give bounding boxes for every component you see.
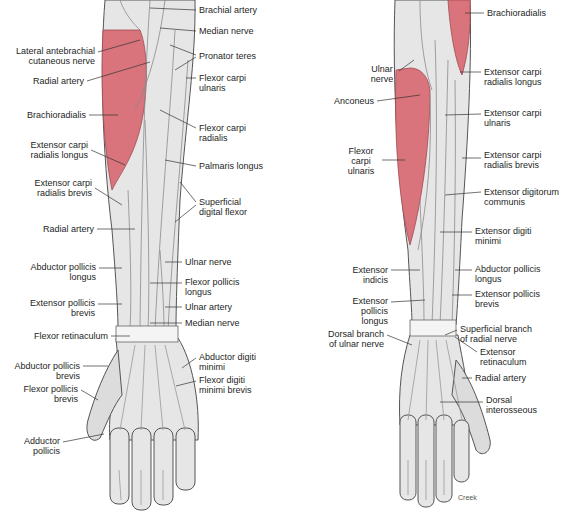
part-label: Extensor digiti minimi: [475, 226, 541, 246]
part-label: Abductor pollicis longus: [21, 262, 96, 282]
part-label: Adductor pollicis: [10, 436, 60, 456]
part-label: Abductor pollicis longus: [475, 264, 550, 284]
part-label: Flexor carpi radialis: [199, 123, 259, 143]
part-label: Median nerve: [199, 26, 289, 36]
muscle-lines: [120, 0, 188, 330]
part-label: Anconeus: [314, 96, 374, 106]
part-label: Flexor retinaculum: [8, 331, 108, 341]
part-label: Lateral antebrachial cutaneous nerve: [9, 46, 95, 66]
part-label: Extensor indicis: [343, 265, 388, 285]
part-label: Palmaris longus: [199, 161, 289, 171]
part-label: Extensor pollicis brevis: [20, 298, 95, 318]
part-label: Radial artery: [14, 224, 94, 234]
palm: [109, 338, 198, 440]
part-label: Flexor pollicis brevis: [10, 384, 78, 404]
tendon-lines: [119, 345, 185, 505]
part-label: Ulnar nerve: [366, 64, 398, 84]
finger: [176, 428, 195, 490]
part-label: Extensor pollicis brevis: [475, 289, 550, 309]
part-label: Ulnar nerve: [185, 257, 265, 267]
part-label: Extensor retinaculum: [480, 347, 540, 367]
part-label: Extensor carpi radialis longus: [18, 140, 88, 160]
forearm-outline: [394, 0, 470, 325]
part-label: Abductor pollicis brevis: [5, 361, 80, 381]
part-label: Extensor carpi radialis longus: [484, 67, 554, 87]
part-label: Dorsal interosseous: [486, 395, 546, 415]
leader-lines: [63, 8, 484, 442]
part-label: Extensor carpi radialis brevis: [22, 178, 92, 198]
part-label: Median nerve: [185, 318, 265, 328]
part-label: Flexor carpi ulnaris: [343, 146, 379, 176]
muscle-highlight: [448, 0, 470, 75]
part-label: Extensor carpi ulnaris: [484, 108, 554, 128]
muscle-lines: [418, 0, 455, 325]
part-label: Extensor carpi radialis brevis: [484, 150, 545, 170]
muscle-highlight: [396, 68, 430, 245]
part-label: Abductor digiti minimi: [199, 352, 265, 372]
part-label: Pronator teres: [199, 51, 289, 61]
part-label: Ulnar artery: [185, 302, 265, 312]
finger: [154, 428, 173, 505]
part-label: Dorsal branch of ulnar nerve: [322, 329, 384, 349]
part-label: Flexor pollicis longus: [185, 277, 255, 297]
part-label: Extensor pollicis longus: [343, 296, 388, 326]
tendon-lines: [408, 340, 462, 500]
artist-signature: Creek: [458, 494, 498, 502]
retinaculum-band: [116, 326, 178, 342]
part-label: Brachioradialis: [6, 110, 86, 120]
part-label: Radial artery: [475, 373, 555, 383]
finger: [132, 428, 151, 510]
part-label: Extensor digitorum communis: [484, 187, 568, 207]
part-label: Flexor digiti minimi brevis: [199, 375, 265, 395]
part-label: Superficial branch of radial nerve: [460, 324, 540, 344]
part-label: Brachial artery: [199, 5, 289, 15]
part-label: Flexor carpi ulnaris: [199, 73, 259, 93]
thumb: [87, 350, 122, 440]
part-label: Superficial digital flexor: [199, 197, 261, 217]
part-label: Brachioradialis: [487, 8, 572, 18]
finger: [454, 420, 469, 482]
finger: [110, 428, 129, 504]
muscle-highlight: [102, 30, 146, 190]
part-label: Radial artery: [4, 76, 84, 86]
